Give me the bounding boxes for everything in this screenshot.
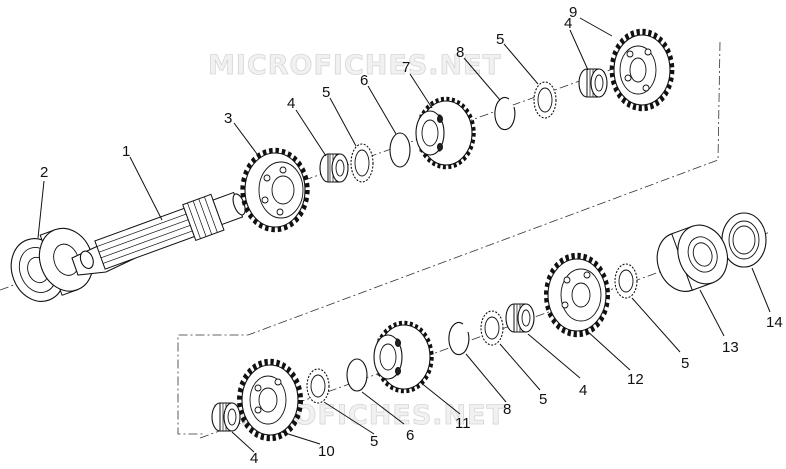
- label-part-5-upper-right: 5: [496, 31, 504, 48]
- label-part-10: 10: [318, 443, 335, 460]
- thrust-washer-5-lower: [480, 310, 504, 346]
- gear-11: [373, 324, 431, 390]
- label-part-3: 3: [224, 110, 232, 127]
- thrust-washer-5-upper-right: [533, 81, 557, 119]
- gear-3: [244, 152, 307, 229]
- label-part-6-lower: 6: [406, 427, 414, 444]
- oil-seal-14: [721, 212, 767, 268]
- gear-12: [547, 257, 607, 334]
- label-part-4-lower-left: 4: [250, 450, 258, 467]
- label-part-5-lower: 5: [539, 391, 547, 408]
- upper-frame-line: [177, 41, 721, 435]
- circlip-6-lower: [346, 358, 368, 392]
- thrust-washer-5-lower-left: [306, 368, 330, 404]
- gear-9: [613, 33, 672, 108]
- needle-bearing-4-upper: [319, 153, 349, 183]
- gear-7: [415, 100, 473, 166]
- label-part-13: 13: [722, 339, 739, 356]
- needle-bearing-4-upper-right: [578, 68, 608, 98]
- needle-bearing-4-lower: [505, 303, 535, 333]
- label-part-12: 12: [627, 371, 644, 388]
- bearing-13: [656, 224, 729, 292]
- label-part-4-upper-right: 4: [564, 15, 572, 32]
- thrust-washer-5-upper: [350, 143, 374, 183]
- watermark-top: MICROFICHES.NET: [208, 50, 502, 81]
- label-part-7: 7: [402, 59, 410, 76]
- circlip-6-upper: [389, 132, 411, 168]
- gear-10: [240, 363, 300, 438]
- leader-lines: [37, 17, 771, 453]
- label-part-1: 1: [122, 143, 130, 160]
- snap-ring-8-upper: [494, 97, 516, 131]
- snap-ring-8-lower: [448, 322, 470, 356]
- label-part-6-upper: 6: [360, 72, 368, 89]
- part-number-labels: 1 2 3 4 5 6 7 8 5 4 9 14 13 5 12 4 5 8 1…: [40, 4, 783, 467]
- thrust-washer-5-lower-right: [614, 263, 638, 299]
- label-part-14: 14: [766, 314, 783, 331]
- label-part-5-upper: 5: [322, 84, 330, 101]
- label-part-8-upper: 8: [456, 44, 464, 61]
- needle-bearing-4-lower-left: [211, 402, 241, 432]
- label-part-11: 11: [455, 415, 471, 432]
- bearing-2: [10, 227, 94, 302]
- label-part-4-lower: 4: [579, 382, 587, 399]
- label-part-4-upper: 4: [287, 95, 295, 112]
- main-shaft-1: [71, 191, 246, 276]
- label-part-9: 9: [569, 4, 577, 21]
- label-part-5-lower-right: 5: [681, 355, 689, 372]
- label-part-5-lower-left: 5: [370, 433, 378, 450]
- label-part-8-lower: 8: [503, 401, 511, 418]
- label-part-2: 2: [40, 164, 48, 181]
